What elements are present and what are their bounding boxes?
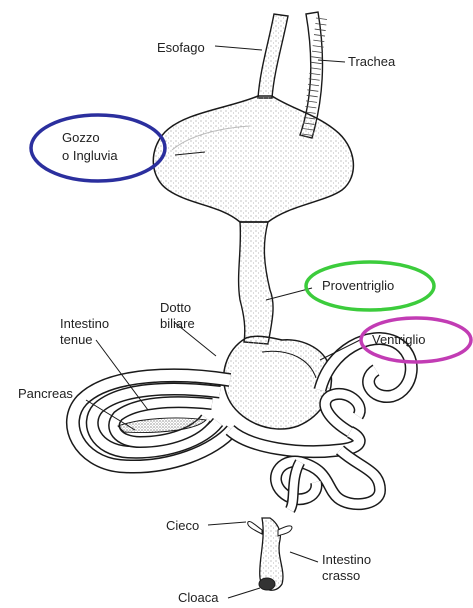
label-dotto-line2: biliare	[160, 316, 195, 332]
crop-shape	[153, 96, 353, 222]
label-esofago: Esofago	[157, 40, 205, 56]
label-cloaca: Cloaca	[178, 590, 218, 606]
label-intestino-tenue-line1: Intestino	[60, 316, 109, 332]
label-intestino-crasso-line2: crasso	[322, 568, 360, 584]
label-cieco: Cieco	[166, 518, 199, 534]
label-gozzo-line2: o Ingluvia	[62, 148, 118, 164]
proventriculus-shape	[239, 222, 273, 344]
label-ventriglio: Ventriglio	[372, 332, 425, 348]
label-intestino-tenue-line2: tenue	[60, 332, 93, 348]
esophagus-shape	[258, 14, 288, 98]
label-gozzo-line1: Gozzo	[62, 130, 100, 146]
label-trachea: Trachea	[348, 54, 395, 70]
label-dotto-line1: Dotto	[160, 300, 191, 316]
gizzard-shape	[224, 336, 332, 429]
label-proventriglio: Proventriglio	[322, 278, 394, 294]
large-intestine-shape	[248, 518, 292, 590]
label-intestino-crasso-line1: Intestino	[322, 552, 371, 568]
label-pancreas: Pancreas	[18, 386, 73, 402]
